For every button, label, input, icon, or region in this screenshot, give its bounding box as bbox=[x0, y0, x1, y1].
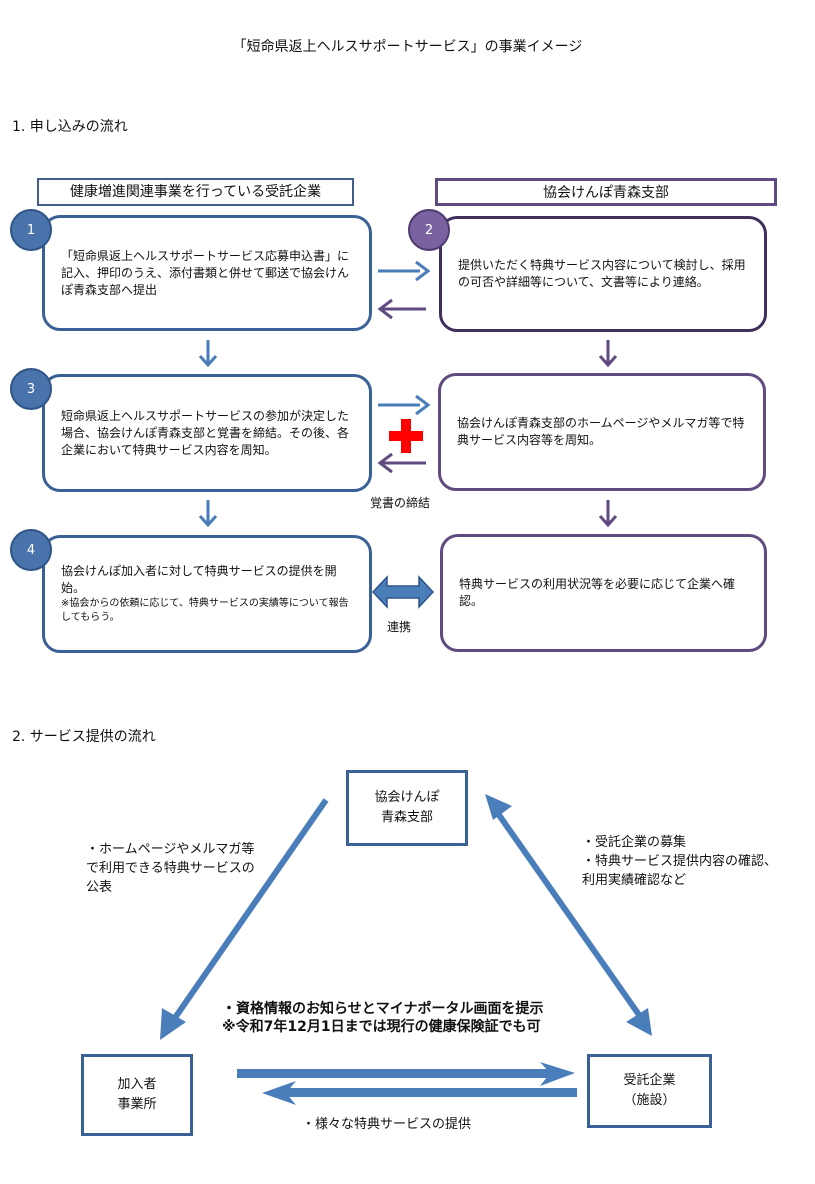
arrow-down-left-2 bbox=[198, 500, 218, 528]
left-column-header: 健康増進関連事業を行っている受託企業 bbox=[37, 178, 354, 206]
node-members: 加入者 事業所 bbox=[81, 1054, 193, 1136]
step-1-text: 「短命県返上ヘルスサポートサービス応募申込書」に記入、押印のうえ、添付書類と併せ… bbox=[61, 248, 350, 297]
memorandum-label: 覚書の締結 bbox=[370, 496, 431, 510]
step-2-badge: 2 bbox=[408, 209, 450, 251]
step-4-badge: 4 bbox=[10, 529, 52, 571]
right-box-confirm: 特典サービスの利用状況等を必要に応じて企業へ確認。 bbox=[440, 534, 767, 652]
right-box-publicize-text: 協会けんぽ青森支部のホームページやメルマガ等で特典サービス内容等を周知。 bbox=[457, 416, 745, 447]
step-3-badge: 3 bbox=[10, 368, 52, 410]
arrow-kyokai-to-members bbox=[160, 798, 329, 1040]
node-contractor: 受託企業 （施設） bbox=[587, 1054, 712, 1128]
arrow-right-step3-to-kyokai bbox=[378, 394, 431, 416]
section1-title: 1. 申し込みの流れ bbox=[12, 119, 128, 135]
step-3-text: 短命県返上ヘルスサポートサービスの参加が決定した場合、協会けんぽ青森支部と覚書を… bbox=[61, 408, 350, 457]
right-edge-note: ・受託企業の募集 ・特典サービス提供内容の確認、利用実績確認など bbox=[582, 835, 778, 888]
step-1-badge: 1 bbox=[10, 209, 52, 251]
arrow-down-right-1 bbox=[598, 340, 618, 368]
section2-title: 2. サービス提供の流れ bbox=[12, 729, 156, 745]
cooperation-label: 連携 bbox=[387, 620, 412, 634]
arrow-members-to-contractor bbox=[237, 1062, 575, 1086]
red-cross-icon bbox=[389, 419, 423, 453]
right-column-header: 協会けんぽ青森支部 bbox=[435, 178, 777, 206]
arrow-double-kyokai-contractor bbox=[485, 794, 652, 1036]
left-edge-note: ・ホームページやメルマガ等で利用できる特典サービスの公表 bbox=[86, 842, 255, 895]
step-3-box: 短命県返上ヘルスサポートサービスの参加が決定した場合、協会けんぽ青森支部と覚書を… bbox=[42, 374, 372, 492]
arrow-left-kyokai-to-step3 bbox=[377, 452, 426, 474]
node-kyokai-kenpo: 協会けんぽ 青森支部 bbox=[346, 770, 468, 846]
step-4-text: 協会けんぽ加入者に対して特典サービスの提供を開始。 bbox=[61, 564, 337, 595]
arrow-down-left-1 bbox=[198, 340, 218, 368]
page-title: 「短命県返上ヘルスサポートサービス」の事業イメージ bbox=[232, 39, 583, 55]
step-2-box: 提供いただく特典サービス内容について検討し、採用の可否や詳細等について、文書等に… bbox=[439, 216, 767, 332]
presentation-note-line1: ・資格情報のお知らせとマイナポータル画面を提示 bbox=[222, 1001, 544, 1017]
arrow-left-step2-to-step1 bbox=[377, 298, 426, 320]
arrow-down-right-2 bbox=[598, 500, 618, 528]
right-box-confirm-text: 特典サービスの利用状況等を必要に応じて企業へ確認。 bbox=[459, 577, 736, 608]
presentation-note-line2: ※令和7年12月1日までは現行の健康保険証でも可 bbox=[222, 1019, 541, 1035]
step-1-box: 「短命県返上ヘルスサポートサービス応募申込書」に記入、押印のうえ、添付書類と併せ… bbox=[42, 215, 372, 331]
right-box-publicize: 協会けんぽ青森支部のホームページやメルマガ等で特典サービス内容等を周知。 bbox=[438, 373, 766, 491]
step-4-note: ※協会からの依頼に応じて、特典サービスの実績等について報告してもらう。 bbox=[61, 598, 349, 623]
step-4-box: 協会けんぽ加入者に対して特典サービスの提供を開始。 ※協会からの依頼に応じて、特… bbox=[42, 535, 372, 653]
arrow-contractor-to-members bbox=[262, 1081, 577, 1105]
service-provision-note: ・様々な特典サービスの提供 bbox=[302, 1117, 472, 1132]
step-2-text: 提供いただく特典サービス内容について検討し、採用の可否や詳細等について、文書等に… bbox=[458, 258, 746, 289]
arrow-right-step1-to-step2 bbox=[378, 260, 431, 282]
double-arrow-cooperation-icon bbox=[371, 575, 435, 609]
